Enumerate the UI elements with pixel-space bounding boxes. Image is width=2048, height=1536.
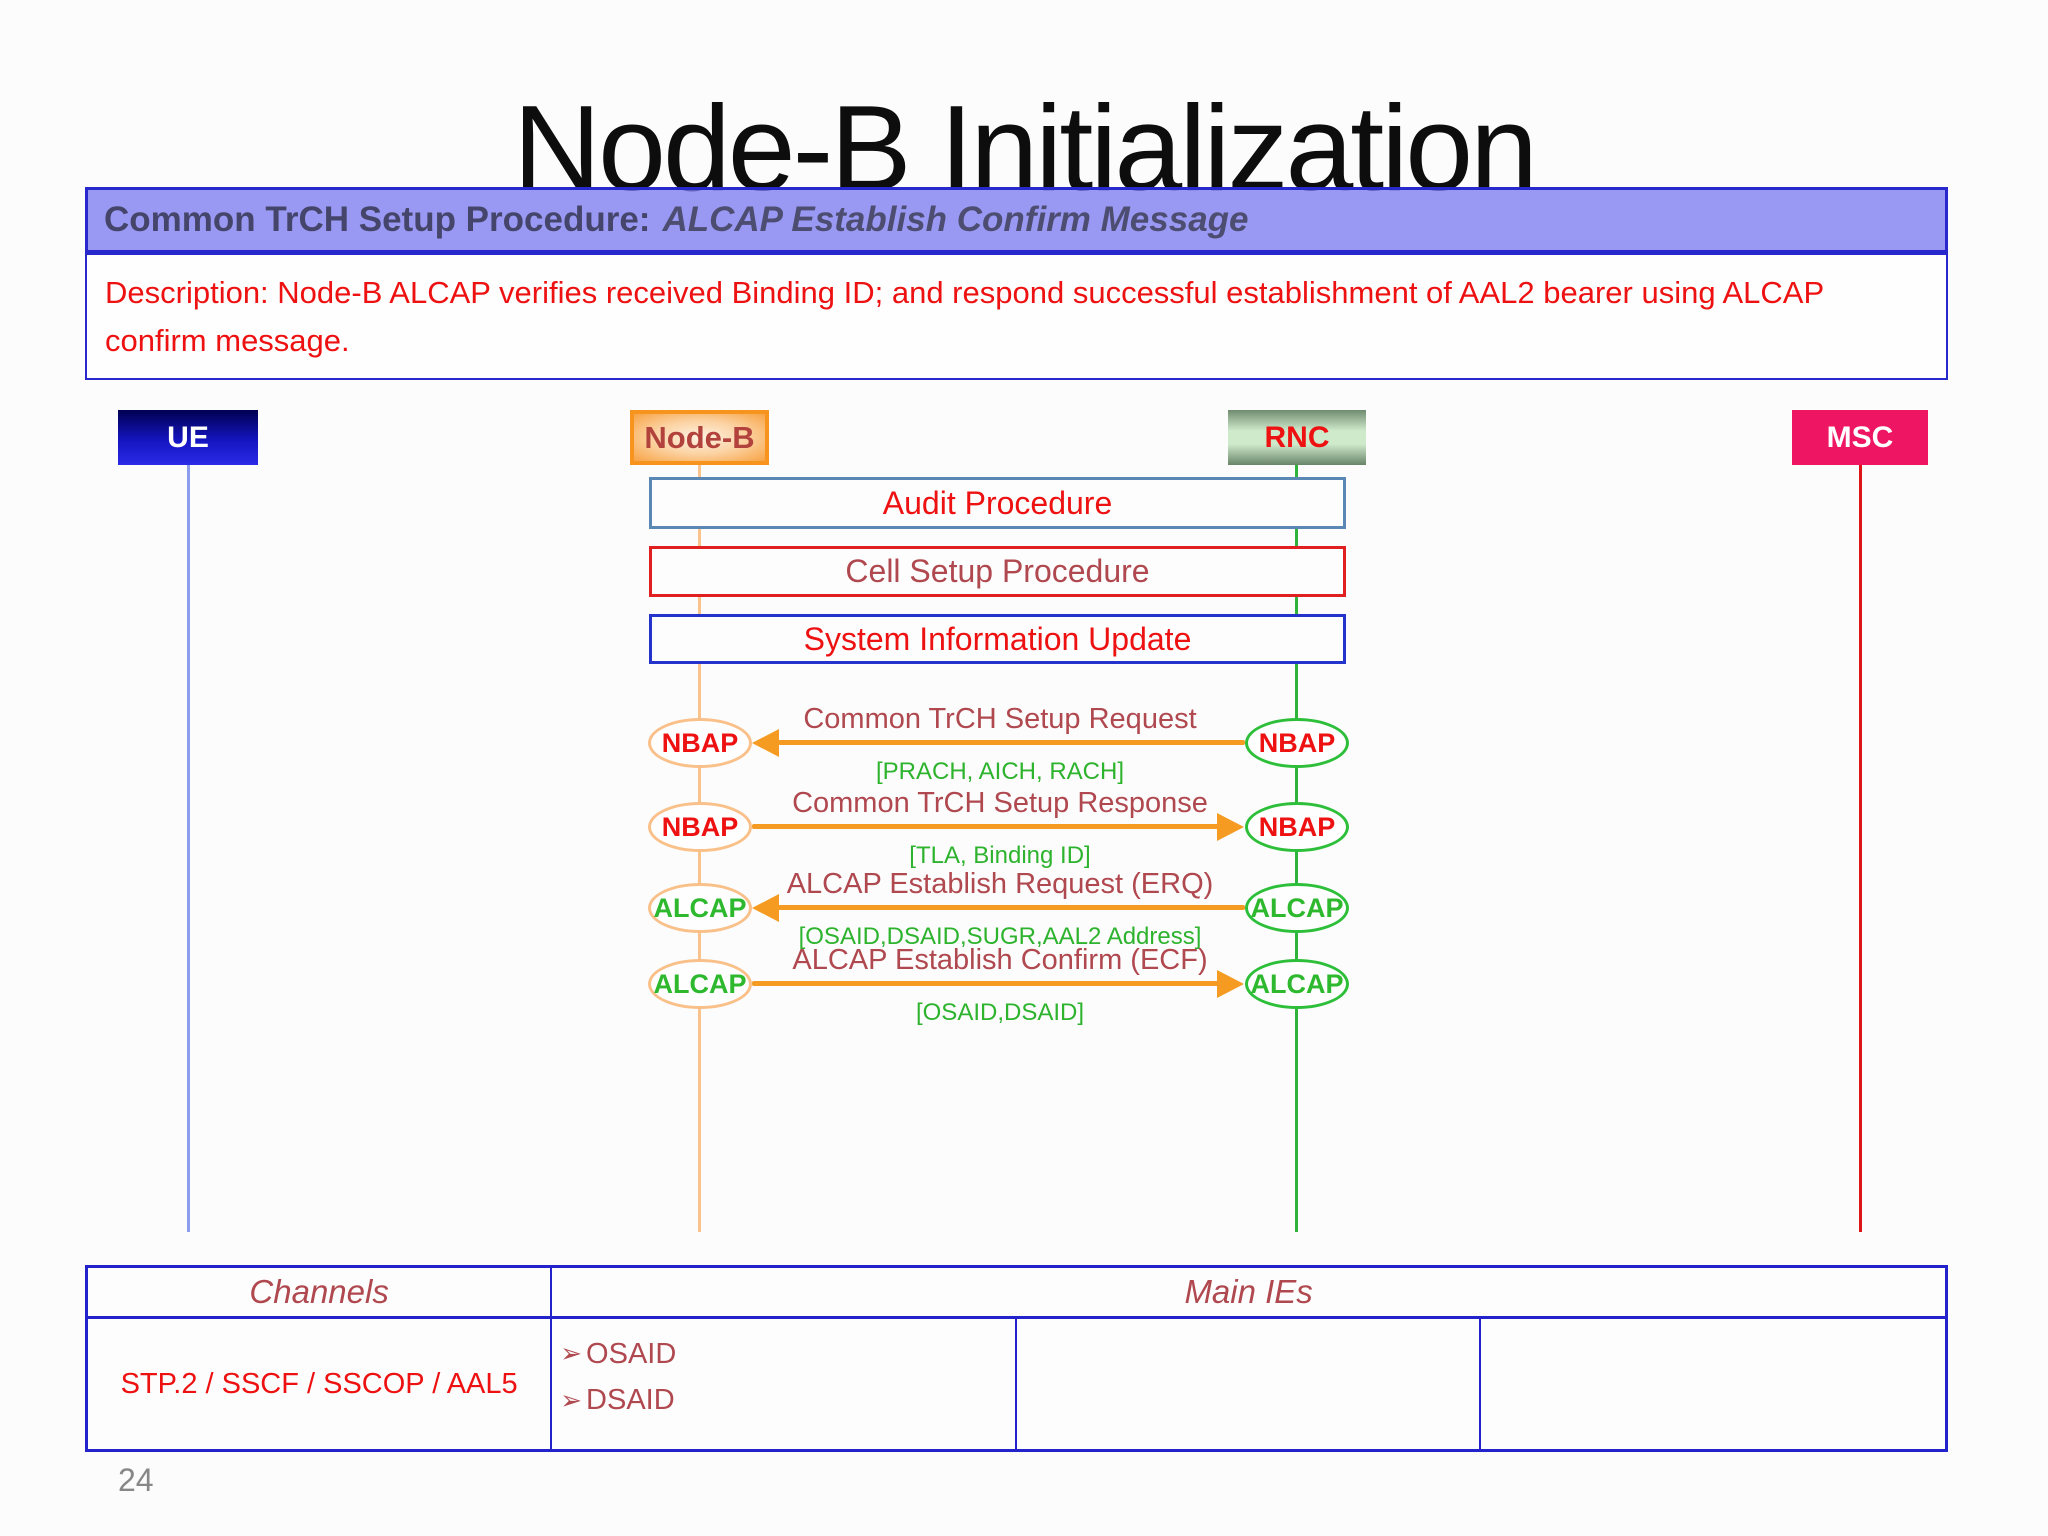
table-cell-empty-1 bbox=[1017, 1319, 1481, 1449]
description-box: Description: Node-B ALCAP verifies recei… bbox=[85, 253, 1948, 380]
arrow-right-icon bbox=[1217, 970, 1244, 998]
header-message-label: ALCAP Establish Confirm Message bbox=[662, 200, 1249, 239]
header-procedure-label: Common TrCH Setup Procedure: bbox=[104, 200, 651, 239]
entity-node-b-label: Node-B bbox=[644, 419, 755, 455]
message-label: Common TrCH Setup Request bbox=[803, 703, 1197, 735]
message-label: ALCAP Establish Request (ERQ) bbox=[786, 868, 1214, 900]
table-cell-channels: STP.2 / SSCF / SSCOP / AAL5 bbox=[88, 1319, 553, 1449]
protocol-oval-alcap-nodeb: ALCAP bbox=[648, 959, 752, 1009]
channels-header-label: Channels bbox=[249, 1273, 389, 1310]
procedure-cell-setup-label: Cell Setup Procedure bbox=[845, 553, 1150, 589]
channels-value: STP.2 / SSCF / SSCOP / AAL5 bbox=[120, 1367, 518, 1400]
protocol-oval-alcap-rnc: ALCAP bbox=[1245, 883, 1349, 933]
description-text: Description: Node-B ALCAP verifies recei… bbox=[105, 275, 1824, 359]
message-label: Common TrCH Setup Response bbox=[792, 787, 1208, 819]
page-number: 24 bbox=[118, 1462, 154, 1498]
protocol-oval-nbap-rnc: NBAP bbox=[1245, 802, 1349, 852]
arrowhead-bullet-icon: ➢ bbox=[560, 1338, 583, 1369]
entity-rnc-label: RNC bbox=[1264, 420, 1330, 454]
message-arrow-line bbox=[778, 740, 1245, 745]
protocol-oval-alcap-rnc: ALCAP bbox=[1245, 959, 1349, 1009]
main-ie-value: DSAID bbox=[586, 1384, 675, 1417]
message-params: [TLA, Binding ID] bbox=[909, 842, 1091, 869]
message-row-trch-setup-response: Common TrCH Setup Response [TLA, Binding… bbox=[0, 787, 2048, 869]
procedure-box-system-info-update: System Information Update bbox=[649, 614, 1346, 664]
protocol-oval-nbap-rnc: NBAP bbox=[1245, 718, 1349, 768]
entity-msc: MSC bbox=[1792, 410, 1928, 465]
entity-node-b: Node-B bbox=[630, 410, 769, 465]
lifeline-msc bbox=[1859, 465, 1862, 1232]
procedure-audit-label: Audit Procedure bbox=[882, 484, 1113, 521]
entity-rnc: RNC bbox=[1228, 410, 1366, 465]
message-arrow-line bbox=[752, 981, 1219, 986]
message-arrow-line bbox=[778, 905, 1245, 910]
entity-ue-label: UE bbox=[167, 420, 209, 454]
lifeline-ue bbox=[187, 465, 190, 1232]
procedure-box-cell-setup: Cell Setup Procedure bbox=[649, 546, 1346, 597]
table-header-row: Channels Main IEs bbox=[88, 1268, 1945, 1319]
message-params: [OSAID,DSAID] bbox=[915, 999, 1085, 1026]
protocol-oval-alcap-nodeb: ALCAP bbox=[648, 883, 752, 933]
table-cell-main-ies-list: ➢ OSAID ➢ DSAID bbox=[552, 1319, 1017, 1449]
table-row: STP.2 / SSCF / SSCOP / AAL5 ➢ OSAID ➢ DS… bbox=[88, 1319, 1945, 1449]
table-cell-empty-2 bbox=[1481, 1319, 1945, 1449]
arrow-right-icon bbox=[1217, 813, 1244, 841]
protocol-oval-nbap-nodeb: NBAP bbox=[648, 718, 752, 768]
message-row-alcap-establish-confirm: ALCAP Establish Confirm (ECF) [OSAID,DSA… bbox=[0, 944, 2048, 1026]
arrow-left-icon bbox=[752, 894, 779, 922]
table-header-main-ies: Main IEs bbox=[552, 1268, 1945, 1316]
arrow-left-icon bbox=[752, 729, 779, 757]
list-item: ➢ OSAID bbox=[560, 1331, 676, 1377]
message-row-trch-setup-request: Common TrCH Setup Request [PRACH, AICH, … bbox=[0, 703, 2048, 785]
procedure-box-audit: Audit Procedure bbox=[649, 477, 1346, 529]
entity-ue: UE bbox=[118, 410, 258, 465]
main-ies-header-label: Main IEs bbox=[1184, 1273, 1313, 1310]
arrowhead-bullet-icon: ➢ bbox=[560, 1384, 583, 1415]
list-item: ➢ DSAID bbox=[560, 1377, 674, 1423]
message-label: ALCAP Establish Confirm (ECF) bbox=[792, 944, 1208, 976]
message-params: [PRACH, AICH, RACH] bbox=[875, 758, 1125, 785]
protocol-oval-nbap-nodeb: NBAP bbox=[648, 802, 752, 852]
table-header-channels: Channels bbox=[88, 1268, 553, 1316]
main-ie-value: OSAID bbox=[586, 1338, 677, 1370]
message-row-alcap-establish-request: ALCAP Establish Request (ERQ) [OSAID,DSA… bbox=[0, 868, 2048, 950]
channels-main-ies-table: Channels Main IEs STP.2 / SSCF / SSCOP /… bbox=[85, 1265, 1948, 1452]
message-params: [OSAID,DSAID,SUGR,AAL2 Address] bbox=[798, 923, 1202, 950]
entity-msc-label: MSC bbox=[1826, 420, 1894, 454]
message-arrow-line bbox=[752, 824, 1219, 829]
procedure-system-info-update-label: System Information Update bbox=[803, 620, 1192, 657]
header-bar: Common TrCH Setup Procedure: ALCAP Estab… bbox=[85, 187, 1948, 253]
